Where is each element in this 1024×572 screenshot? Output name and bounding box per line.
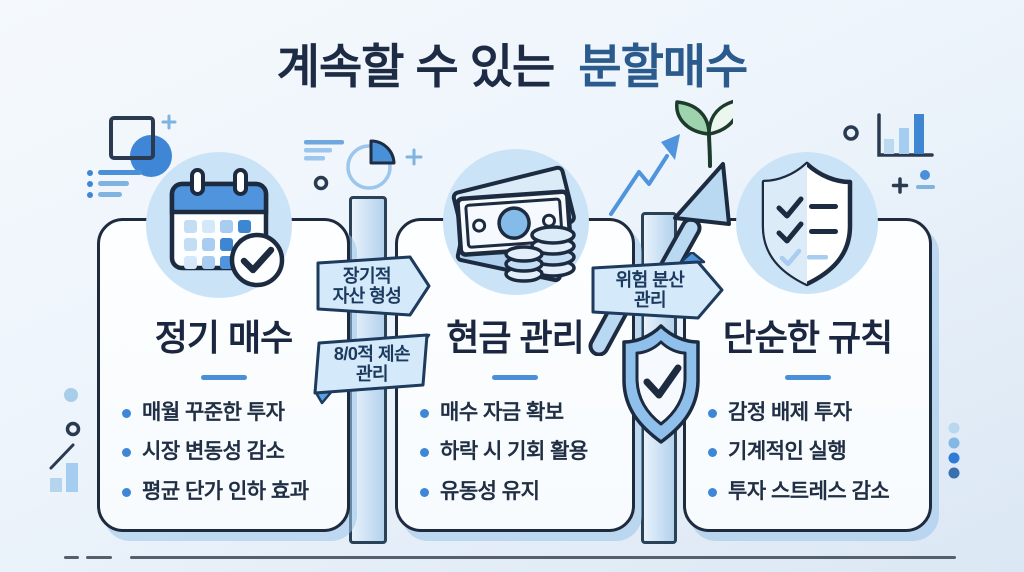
list-lines-deco-icon [87, 170, 142, 198]
bullet-dot [708, 448, 717, 458]
list-item: 기계적인 실행 [708, 437, 917, 467]
bar-chart-deco-icon [843, 113, 935, 194]
bullet-text: 매수 자금 확보 [440, 401, 564, 424]
page-title-highlight: 분할매수 [578, 40, 748, 93]
shield-check-icon [622, 324, 700, 444]
bullet-dot [420, 487, 429, 497]
ribbon-line: 관리 [633, 290, 667, 310]
calendar-check-icon [146, 152, 292, 298]
ribbon-label: 장기적 자산 형성 [315, 255, 431, 317]
bullet-text: 매월 꾸준한 투자 [142, 401, 285, 424]
list-item: 매월 꾸준한 투자 [122, 398, 335, 428]
ribbon-arrow-shape [316, 255, 431, 317]
bullet-dot [122, 448, 131, 458]
list-item: 평균 단가 인하 효과 [122, 477, 335, 507]
ribbon-line: 관리 [355, 364, 389, 384]
bullet-list: 매월 꾸준한 투자 시장 변동성 감소 평균 단가 인하 효과 [100, 396, 347, 507]
card-title: 정기 매수 [154, 317, 293, 358]
bullet-text: 유동성 유지 [440, 479, 540, 503]
shield-checklist-icon [736, 152, 878, 294]
bullet-dot [122, 409, 131, 418]
mini-trend-deco-icon [49, 388, 81, 492]
list-item: 투자 스트레스 감소 [708, 477, 917, 507]
ribbon-banner-shape [313, 333, 431, 405]
bullet-text: 투자 스트레스 감소 [728, 479, 890, 503]
bullet-text: 감정 배제 투자 [728, 401, 852, 424]
card-title: 현금 관리 [446, 317, 584, 358]
dots-column-deco-icon [948, 422, 960, 479]
bullet-list: 매수 자금 확보 하락 시 기회 활용 유동성 유지 [398, 396, 632, 507]
ribbon-line: 장기적 [342, 265, 392, 286]
list-item: 유동성 유지 [420, 477, 620, 507]
bullet-dot [708, 409, 717, 418]
ribbon-line: 8/0적 제손 [333, 343, 411, 364]
page-title: 계속할 수 있는 분할매수 [0, 28, 1024, 97]
page-title-prefix: 계속할 수 있는 [276, 40, 556, 93]
pie-chart-deco-icon [304, 139, 423, 191]
coin-stack [504, 225, 576, 283]
ribbon-label: 위험 분산 관리 [590, 262, 726, 318]
ribbon-arrow-shape [591, 252, 724, 320]
banknote-coins-icon [443, 149, 589, 295]
title-divider [784, 375, 831, 380]
bottom-rule [130, 556, 956, 559]
list-item: 하락 시 기회 활용 [420, 437, 620, 467]
bullet-text: 시장 변동성 감소 [142, 440, 285, 464]
card-simple-rules: 단순한 규칙 감정 배제 투자 기계적인 실행 투자 스트레스 감소 [683, 218, 932, 532]
list-item: 매수 자금 확보 [420, 398, 620, 428]
list-item: 감정 배제 투자 [708, 398, 917, 428]
ribbon-label: 8/0적 제손 관리 [313, 333, 431, 395]
title-divider [200, 375, 247, 380]
ribbon-line: 자산 형성 [332, 286, 402, 306]
bullet-dot [708, 487, 717, 497]
ribbon-risk-diversification: 위험 분산 관리 [590, 252, 726, 322]
bottom-rule-dash [64, 556, 79, 559]
ribbon-loss-management: 8/0적 제손 관리 [313, 333, 431, 405]
ribbon-long-term-assets: 장기적 자산 형성 [315, 255, 431, 317]
card-title: 단순한 규칙 [722, 317, 894, 358]
ribbon-line: 위험 분산 [615, 269, 685, 290]
square-circle-deco-icon [109, 114, 177, 177]
bottom-rule-dash [86, 556, 112, 559]
list-item: 시장 변동성 감소 [122, 437, 335, 467]
bullet-text: 기계적인 실행 [728, 440, 847, 464]
bullet-dot [420, 409, 429, 418]
bullet-dot [420, 448, 429, 458]
bullet-list: 감정 배제 투자 기계적인 실행 투자 스트레스 감소 [686, 396, 929, 507]
bullet-text: 평균 단가 인하 효과 [142, 479, 309, 503]
bullet-dot [122, 487, 131, 497]
bullet-text: 하락 시 기회 활용 [440, 440, 588, 464]
title-divider [492, 375, 538, 380]
